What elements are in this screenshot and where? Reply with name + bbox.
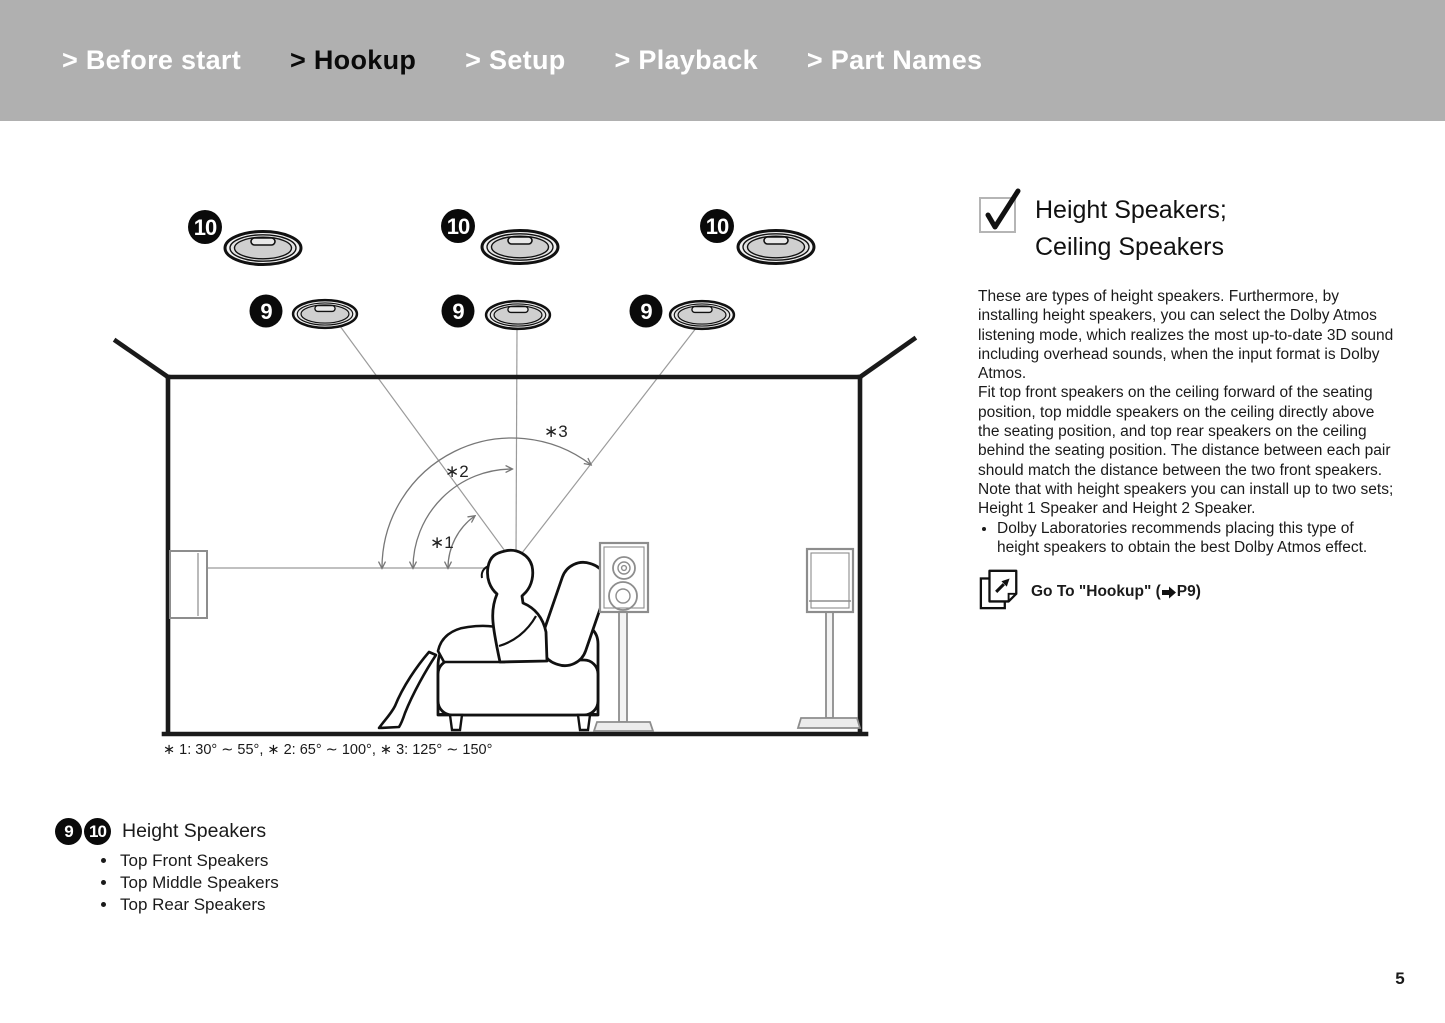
article-body: These are types of height speakers. Furt…	[978, 287, 1400, 557]
right-arrow-icon	[1161, 586, 1176, 599]
arc-angle-3	[382, 437, 591, 568]
ceiling-speaker-10-front	[223, 230, 303, 266]
legend: 9 10 Height Speakers Top Front Speakers …	[55, 818, 279, 916]
badge-10-front: 10	[188, 210, 222, 244]
nav-item-playback[interactable]: > Playback	[614, 45, 758, 75]
listener-person	[377, 548, 549, 730]
nav-item-before-start[interactable]: > Before start	[62, 45, 242, 75]
nav-item-hookup[interactable]: > Hookup	[290, 45, 417, 75]
dolby-note: Dolby Laboratories recommends placing th…	[997, 519, 1400, 558]
badge-9-rear: 9	[629, 294, 663, 328]
svg-text:9: 9	[452, 299, 464, 324]
angle-label-2: ∗2	[445, 462, 469, 481]
couch-leg	[448, 713, 464, 732]
legend-badge-10: 10	[84, 818, 111, 845]
ceiling-speaker-9-front	[291, 298, 359, 330]
ceiling-speaker-10-middle	[480, 229, 560, 265]
line-to-top-rear	[514, 322, 701, 563]
nav-item-setup[interactable]: > Setup	[465, 45, 566, 75]
article-paragraph-2: Fit top front speakers on the ceiling fo…	[978, 384, 1394, 518]
ceiling-speaker-9-middle	[484, 299, 552, 331]
legend-item-top-rear: Top Rear Speakers	[118, 894, 279, 916]
svg-text:9: 9	[640, 299, 652, 324]
ceiling-speaker-10-rear	[736, 229, 816, 265]
goto-pages-icon	[978, 566, 1022, 617]
goto-label: Go To "Hookup" ( P9)	[1031, 582, 1201, 600]
badge-9-middle: 9	[441, 294, 475, 328]
page-title: Height Speakers; Ceiling Speakers	[1035, 196, 1227, 261]
svg-text:10: 10	[706, 214, 729, 239]
note-list: Dolby Laboratories recommends placing th…	[978, 519, 1400, 558]
page-number: 5	[1395, 969, 1405, 988]
angle-label-1: ∗1	[430, 533, 454, 552]
svg-text:9: 9	[260, 299, 272, 324]
legend-item-top-middle: Top Middle Speakers	[118, 872, 279, 894]
article-column: Height Speakers; Ceiling Speakers These …	[978, 188, 1400, 610]
roof-edge-right	[856, 335, 918, 381]
person-leg	[377, 650, 438, 730]
couch-leg	[576, 713, 592, 732]
room-outline	[112, 335, 918, 737]
ceiling-speaker-9-rear	[668, 299, 736, 331]
checkmark-box-icon	[978, 188, 1022, 239]
sight-lines	[207, 321, 701, 569]
tv-screen	[169, 550, 208, 619]
legend-badge-9: 9	[55, 818, 82, 845]
goto-hookup-link[interactable]: Go To "Hookup" ( P9)	[978, 566, 1201, 617]
nav-item-part-names[interactable]: > Part Names	[806, 45, 983, 75]
article-paragraph-1: These are types of height speakers. Furt…	[978, 288, 1394, 383]
angle-footnote: ∗ 1: 30° ∼ 55°, ∗ 2: 65° ∼ 100°, ∗ 3: 12…	[163, 742, 492, 758]
legend-list: Top Front Speakers Top Middle Speakers T…	[55, 850, 279, 916]
angle-label-3: ∗3	[544, 422, 568, 441]
angle-arcs	[382, 437, 591, 568]
badge-10-rear: 10	[700, 209, 734, 243]
line-to-top-middle	[515, 327, 518, 559]
front-speaker-on-stand	[592, 541, 655, 732]
legend-title: Height Speakers	[122, 820, 267, 842]
badge-10-middle: 10	[441, 209, 475, 243]
svg-text:10: 10	[447, 214, 470, 239]
legend-item-top-front: Top Front Speakers	[118, 850, 279, 872]
rear-speaker-on-stand	[796, 547, 862, 729]
room-diagram-svg: 10 10 10 9 9 9	[112, 209, 918, 758]
person-head-torso	[486, 548, 549, 664]
badge-9-front: 9	[249, 294, 283, 328]
line-to-top-front	[336, 321, 514, 563]
person-arm	[498, 615, 537, 648]
roof-edge-left	[112, 337, 172, 381]
svg-text:10: 10	[194, 215, 217, 240]
top-nav-bar: > Before start > Hookup > Setup > Playba…	[0, 0, 1445, 121]
